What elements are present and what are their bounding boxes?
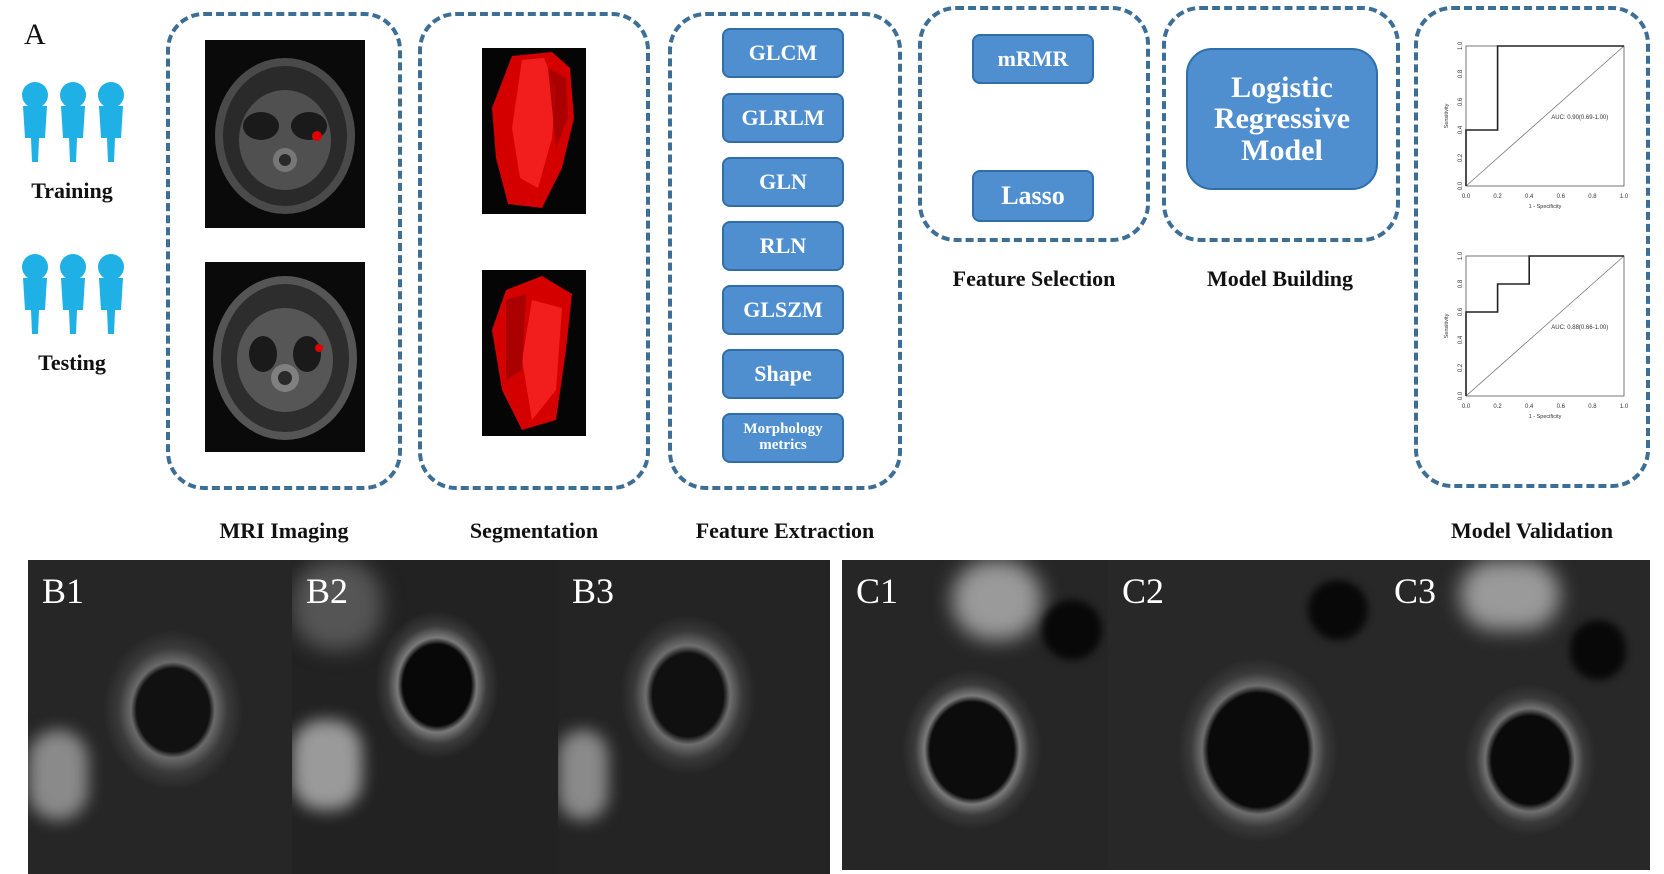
mri-axial-slice-upper: [205, 40, 365, 228]
testing-label: Testing: [38, 350, 106, 375]
training-label: Training: [31, 178, 113, 203]
feature-morphology-metrics: Morphology metrics: [722, 413, 844, 463]
roc-x-tick-label: 0.0: [1462, 194, 1471, 200]
segmentation-render-lower: [482, 270, 586, 436]
mri-box: [166, 12, 402, 490]
feature-glcm: GLCM: [722, 28, 844, 78]
roc-y-tick-label: 0.8: [1458, 69, 1464, 78]
tile-c3: C3: [1380, 560, 1650, 870]
tile-label-b2: B2: [306, 571, 349, 611]
tile-label-c2: C2: [1122, 571, 1165, 611]
roc-x-tick-label: 0.8: [1588, 404, 1597, 410]
roc-x-tick-label: 0.6: [1557, 404, 1566, 410]
roc-y-tick-label: 0.6: [1458, 307, 1464, 316]
roc-x-tick-label: 1.0: [1620, 194, 1629, 200]
roc-x-tick-label: 0.2: [1493, 194, 1502, 200]
stage-label-model-validation: Model Validation: [1451, 518, 1613, 543]
selection-mrmr: mRMR: [972, 34, 1094, 84]
feature-shape: Shape: [722, 349, 844, 399]
roc-diagonal: [1465, 45, 1625, 187]
tile-label-c1: C1: [856, 571, 899, 611]
roc-x-tick-label: 0.4: [1525, 404, 1534, 410]
roc-curve: [1465, 255, 1624, 396]
mri-axial-slice-lower: [205, 262, 365, 452]
stage-label-feature-selection: Feature Selection: [952, 266, 1116, 291]
logistic-regressive-model: Logistic Regressive Model: [1186, 48, 1378, 190]
roc-y-tick-label: 0.4: [1458, 335, 1464, 344]
roc-curve: [1465, 45, 1624, 186]
roc-ylabel: Sensitivity: [1444, 313, 1450, 338]
feature-selection-box: [918, 6, 1150, 242]
roc-xlabel: 1 - Specificity: [1529, 204, 1562, 210]
stage-label-feature-extraction: Feature Extraction: [695, 518, 875, 543]
tile-b3: B3: [558, 560, 830, 874]
roc-y-tick-label: 0.8: [1458, 279, 1464, 288]
roc-auc-label: AUC: 0.88(0.66-1.00): [1551, 325, 1608, 331]
feature-gln: GLN: [722, 157, 844, 207]
roc-x-tick-label: 0.4: [1525, 194, 1534, 200]
roc-xlabel: 1 - Specificity: [1529, 414, 1562, 420]
segmentation-render-upper: [482, 48, 586, 214]
roc-x-tick-label: 0.0: [1462, 404, 1471, 410]
roc-y-tick-label: 1.0: [1458, 251, 1464, 260]
tile-label-c3: C3: [1394, 571, 1437, 611]
stage-label-model-building: Model Building: [1206, 266, 1354, 291]
roc-ylabel: Sensitivity: [1444, 103, 1450, 128]
stage-label-mri-imaging: MRI Imaging: [219, 518, 349, 543]
testing-people-icon: [18, 254, 130, 339]
roc-y-tick-label: 0.2: [1458, 153, 1464, 162]
tile-c1: C1: [842, 560, 1108, 870]
panel-a-label: A: [24, 18, 46, 51]
tile-label-b3: B3: [572, 571, 615, 611]
roc-x-tick-label: 0.6: [1557, 194, 1566, 200]
tile-c2: C2: [1108, 560, 1380, 870]
tile-b2: B2: [292, 560, 558, 874]
roc-y-tick-label: 0.6: [1458, 97, 1464, 106]
roc-y-tick-label: 0.4: [1458, 125, 1464, 134]
selection-lasso: Lasso: [972, 170, 1094, 222]
tile-label-b1: B1: [42, 571, 85, 611]
feature-extraction-box: [668, 12, 902, 490]
roc-diagonal: [1465, 255, 1625, 397]
roc-x-tick-label: 0.2: [1493, 404, 1502, 410]
roc-y-tick-label: 0.0: [1458, 391, 1464, 400]
roc-y-tick-label: 0.2: [1458, 363, 1464, 372]
stage-label-segmentation: Segmentation: [469, 518, 599, 543]
training-people-icon: [18, 82, 130, 167]
feature-glszm: GLSZM: [722, 285, 844, 335]
roc-x-tick-label: 1.0: [1620, 404, 1629, 410]
tile-b1: B1: [28, 560, 292, 874]
roc-auc-label: AUC: 0.90(0.69-1.00): [1551, 115, 1608, 121]
roc-plot-testing: 0.0 0.0 0.2 0.2 0.4 0.4 0.6 0.6 0.8 0.8 1.0 1.0 1 - …: [1438, 236, 1638, 436]
model-validation-box: [1414, 6, 1650, 488]
feature-rln: RLN: [722, 221, 844, 271]
model-building-box: [1162, 6, 1400, 242]
roc-plot-training: 0.0 0.0 0.2 0.2 0.4 0.4 0.6 0.6 0.8 0.8 1.0 1.0 1 - …: [1438, 26, 1638, 226]
segmentation-box: [418, 12, 650, 490]
feature-glrlm: GLRLM: [722, 93, 844, 143]
roc-y-tick-label: 0.0: [1458, 181, 1464, 190]
roc-y-tick-label: 1.0: [1458, 41, 1464, 50]
roc-x-tick-label: 0.8: [1588, 194, 1597, 200]
